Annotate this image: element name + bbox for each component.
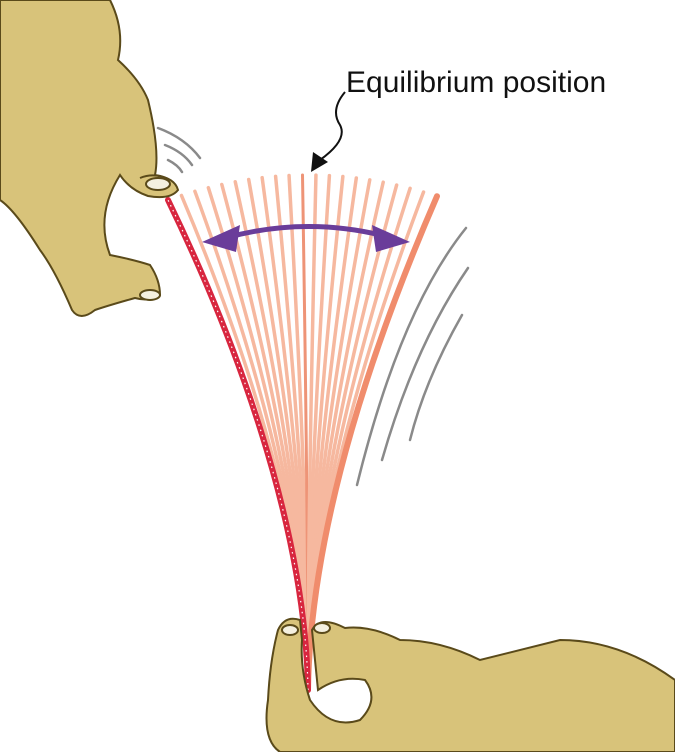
ruler-extreme-right	[305, 193, 440, 693]
hand-top-left-icon	[0, 0, 180, 317]
pointer-arrow-icon	[311, 91, 346, 172]
ruler-tick-marks	[167, 199, 309, 691]
ruler-intermediate	[306, 178, 372, 692]
double-headed-arrow-icon	[202, 224, 410, 252]
ruler-positions	[165, 173, 440, 693]
equilibrium-position-label: Equilibrium position	[346, 66, 607, 99]
hand-bottom-right-icon	[265, 617, 675, 752]
motion-lines-icon	[156, 126, 470, 487]
